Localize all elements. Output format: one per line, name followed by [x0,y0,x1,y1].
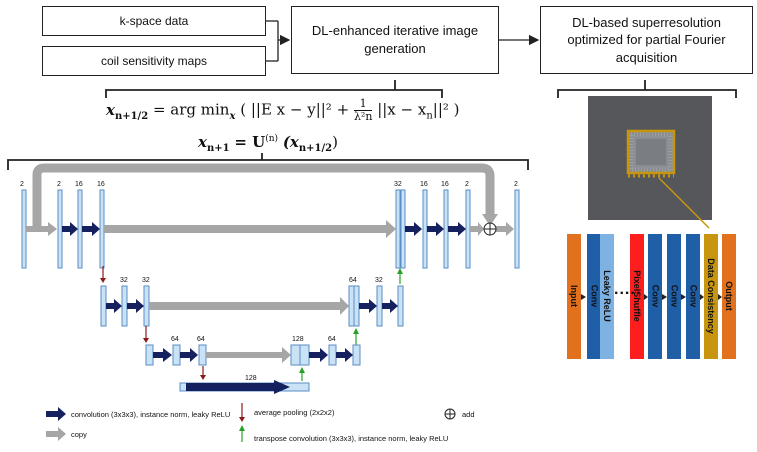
pool-arrow-3 [200,366,206,380]
level3-conv-arrows [153,348,353,362]
dl-iterative-label: DL-enhanced iterative image generation [311,23,479,56]
legend-conv-text: convolution (3x3x3), instance norm, leak… [71,410,231,419]
sr-ellipsis: ..... [614,281,642,298]
legend-pool-text: average pooling (2x2x2) [254,408,335,417]
sr-label-output: Output [724,281,734,311]
tconv-arrow-2 [353,328,359,345]
unet-label: 64 [197,336,205,343]
legend-tconv-text: transpose convolution (3x3x3), instance … [254,434,449,443]
unet-label: 32 [375,277,383,284]
kspace-data-box: k-space data [42,6,266,36]
unet-label: 32 [142,277,150,284]
equation-unet-step: xn+1 = U(n) (xn+1/2) [198,133,338,154]
superresolution-box: DL-based superresolution optimized for p… [540,6,753,74]
unet-label: 16 [75,181,83,188]
legend-copy-arrow [46,427,66,441]
sr-layer-conv-1 [587,234,601,359]
pool-arrow-2 [143,326,149,343]
unet-label: 128 [292,336,304,343]
unet-label: 2 [20,181,24,188]
sr-image [588,96,712,229]
level1-conv-arrows [62,222,466,236]
sr-label-conv-4: Conv [688,284,698,308]
level3-copy-arrow [206,347,291,363]
sr-label-conv-2: Conv [650,284,660,308]
tconv-arrow-1 [397,268,403,284]
unet-label: 2 [514,181,518,188]
sr-layer-leaky-relu [600,234,614,359]
input-connectors [266,20,540,62]
unet-label: 32 [394,181,402,188]
unet-label: 16 [420,181,428,188]
level2-conv-arrows [106,299,398,313]
unet-label: 16 [97,181,105,188]
sr-label-leaky-relu: Leaky ReLU [602,270,612,322]
sr-label-input: Input [569,285,579,307]
sr-layer-pixelshuffle [630,234,644,359]
unet-label: 64 [171,336,179,343]
sr-layer-conv-2 [648,234,662,359]
kspace-data-label: k-space data [119,13,189,28]
sr-label-conv-3: Conv [669,284,679,308]
sr-layer-data-consistency [704,234,718,359]
superresolution-label: DL-based superresolution optimized for p… [567,14,726,65]
sr-layer-output [722,234,736,359]
tconv-arrow-3 [299,367,305,381]
sr-layer-conv-3 [667,234,681,359]
sr-network [567,234,736,359]
unet-label: 128 [245,375,257,382]
coil-sensitivity-box: coil sensitivity maps [42,46,266,76]
dl-iterative-box: DL-enhanced iterative image generation [291,6,499,74]
unet-label: 2 [465,181,469,188]
brace-superresolution [557,80,737,98]
brace-unet [7,153,529,170]
add-operator [483,222,497,236]
sr-label-data-consistency: Data Consistency [706,258,716,334]
sr-layer-input [567,234,581,359]
legend-shapes [46,403,456,442]
level2-copy-arrow [149,297,349,315]
unet-label: 32 [120,277,128,284]
global-skip-copy [32,163,495,228]
equation-update-step: xn+1/2 = arg minx ( ||E x − y||² + 1 λ²n… [106,97,460,124]
level4-bottleneck [179,380,310,394]
sr-layer-conv-4 [686,234,700,359]
legend-conv-arrow [46,407,66,421]
unet-label: 2 [57,181,61,188]
unet-label: 64 [328,336,336,343]
pool-arrow-1 [100,266,106,283]
unet-label: 64 [349,277,357,284]
brace-iterative [105,80,443,98]
level1-copy-arrows [26,220,514,238]
unet-label: 16 [441,181,449,188]
legend-add-text: add [462,410,475,419]
legend-copy-text: copy [71,430,87,439]
coil-sensitivity-label: coil sensitivity maps [100,53,208,68]
